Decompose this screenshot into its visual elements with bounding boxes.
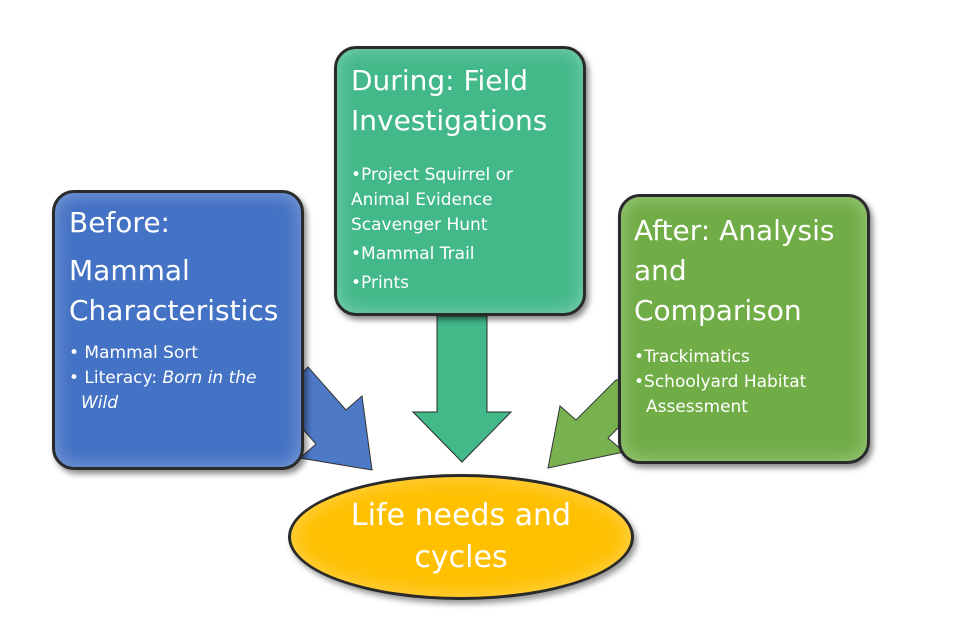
list-item: •Prints xyxy=(351,273,409,293)
during-title: During: Field Investigations xyxy=(351,64,548,137)
literacy-book-title: Born in the Wild xyxy=(81,368,257,413)
before-title-label: Before: xyxy=(69,206,170,239)
before-title-topic: Mammal Characteristics xyxy=(69,254,279,327)
list-item: •Trackimatics xyxy=(634,347,750,367)
list-item-literacy: • Literacy: Born in the Wild xyxy=(69,366,291,416)
list-item: •Project Squirrel or Animal Evidence Sca… xyxy=(351,165,513,235)
literacy-prefix: • Literacy: xyxy=(69,368,163,388)
goal-label: Life needs and cycles xyxy=(350,498,572,575)
before-list: • Mammal Sort • Literacy: Born in the Wi… xyxy=(69,341,291,416)
after-title: After: Analysis and Comparison xyxy=(634,214,835,327)
list-item: •Schoolyard Habitat Assessment xyxy=(634,372,807,417)
during-box: During: Field Investigations •Project Sq… xyxy=(334,46,586,316)
after-box: After: Analysis and Comparison •Trackima… xyxy=(618,194,870,464)
during-list: •Project Squirrel or Animal Evidence Sca… xyxy=(351,163,571,296)
after-list: •Trackimatics •Schoolyard Habitat Assess… xyxy=(634,345,857,420)
goal-ellipse: Life needs and cycles xyxy=(288,474,634,600)
before-box: Before: Mammal Characteristics • Mammal … xyxy=(52,190,304,470)
arrow-during-to-goal xyxy=(411,315,513,463)
list-item: • Mammal Sort xyxy=(69,343,199,363)
list-item: •Mammal Trail xyxy=(351,244,475,264)
